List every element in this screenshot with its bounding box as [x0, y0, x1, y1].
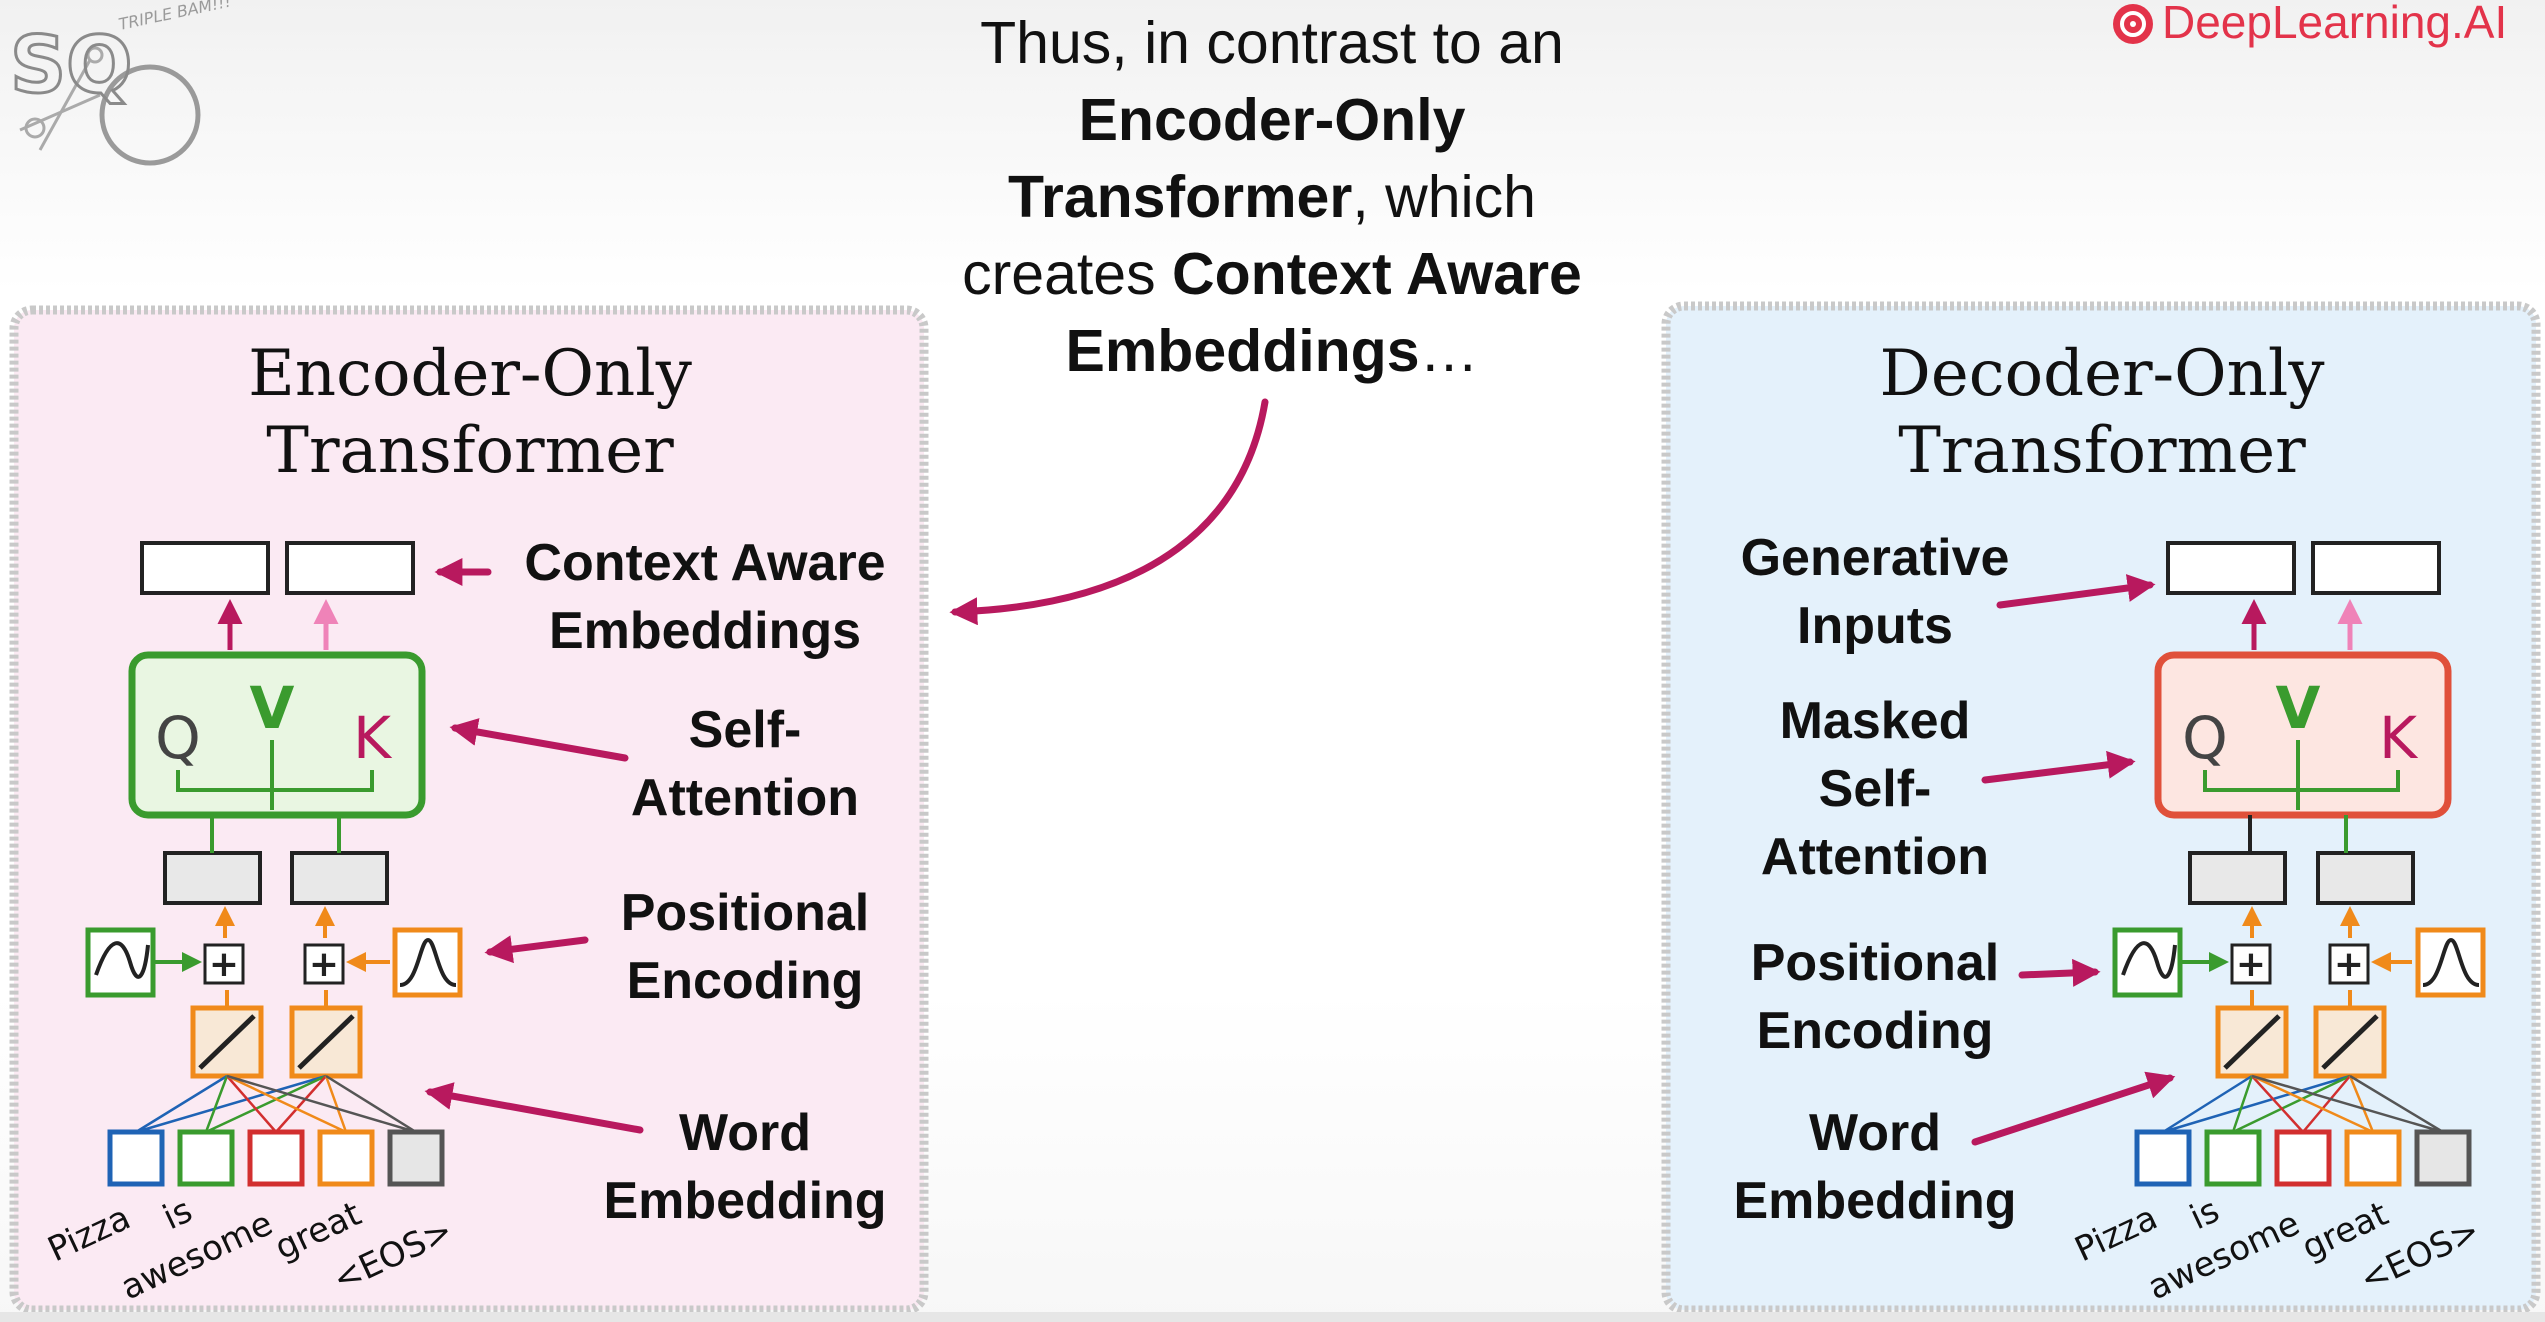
- decoder-generative-arrow: [1996, 574, 2156, 609]
- encoder-label-word-1: Word: [679, 1104, 811, 1162]
- encoder-label-self-attention-1: Self-: [689, 701, 802, 759]
- decoder-sine-icon: [2112, 927, 2183, 998]
- decoder-label-masked-1: Masked: [1780, 692, 1971, 750]
- brand-icon: [2113, 4, 2153, 44]
- encoder-input-box-1: [163, 851, 262, 905]
- encoder-token-connections: [135, 1074, 417, 1134]
- decoder-token-box-2: [2204, 1129, 2262, 1187]
- decoder-token-box-3: [2274, 1129, 2332, 1187]
- decoder-masked-arrow: [1981, 750, 2136, 784]
- decoder-token-connections: [2162, 1074, 2444, 1134]
- decoder-token-box-4: [2344, 1129, 2402, 1187]
- caption-line-1: Thus, in contrast to an: [980, 10, 1564, 76]
- decoder-label-generative-2: Inputs: [1797, 597, 1953, 655]
- encoder-panel: Encoder-Only Transformer Q V K +: [9, 305, 929, 1315]
- decoder-panel: Decoder-Only Transformer Q V K +: [1661, 301, 2541, 1315]
- encoder-k-label: K: [353, 704, 393, 772]
- decoder-title-line-1: Decoder-Only: [1880, 337, 2325, 411]
- encoder-label-positional-2: Encoding: [627, 952, 864, 1010]
- encoder-token-box-3: [247, 1129, 305, 1187]
- encoder-label-positional-1: Positional: [621, 884, 869, 942]
- decoder-label-positional-2: Encoding: [1757, 1002, 1994, 1060]
- encoder-bell-icon: [392, 927, 463, 998]
- decoder-label-word-1: Word: [1809, 1104, 1941, 1162]
- deeplearning-logo: DeepLearning.AI: [2113, 0, 2507, 48]
- encoder-title-line-1: Encoder-Only: [248, 337, 692, 411]
- encoder-title-line-2: Transformer: [266, 414, 674, 488]
- decoder-q-label: Q: [2182, 704, 2228, 772]
- decoder-label-masked-3: Attention: [1761, 828, 1989, 886]
- svg-text:+: +: [2236, 944, 2266, 985]
- encoder-token-box-5: [387, 1129, 445, 1187]
- caption: Thus, in contrast to an Encoder-Only Tra…: [962, 10, 1582, 384]
- encoder-plus-icon-1: +: [203, 943, 245, 985]
- encoder-v-label: V: [250, 674, 295, 742]
- caption-line-3: Transformer, which: [1008, 164, 1536, 230]
- encoder-attention-connectors: [176, 740, 374, 810]
- svg-text:+: +: [309, 944, 339, 985]
- decoder-label-generative-1: Generative: [1741, 529, 2010, 587]
- brand-name: DeepLearning.AI: [2162, 0, 2507, 48]
- decoder-bell-icon: [2415, 927, 2486, 998]
- encoder-q-label: Q: [155, 704, 201, 772]
- encoder-word-arrow: [424, 1082, 644, 1134]
- decoder-title-line-2: Transformer: [1898, 414, 2306, 488]
- encoder-linear-icon-2: [289, 1005, 363, 1079]
- decoder-output-box-1: [2166, 541, 2296, 595]
- caption-line-3-rest: , which: [1352, 164, 1536, 230]
- decoder-positional-arrow: [2018, 958, 2101, 987]
- encoder-attention-block: [128, 651, 426, 819]
- encoder-token-box-1: [107, 1129, 165, 1187]
- bottom-strip: [0, 1312, 2545, 1322]
- decoder-label-positional-1: Positional: [1751, 934, 1999, 992]
- encoder-token-box-4: [317, 1129, 375, 1187]
- encoder-output-box-1: [140, 541, 270, 595]
- caption-line-5-rest: …: [1420, 318, 1479, 384]
- caption-line-5-bold: Embeddings: [1065, 318, 1419, 384]
- decoder-v-label: V: [2276, 674, 2321, 742]
- encoder-self-attention-arrow: [449, 718, 629, 762]
- decoder-label-masked-2: Self-: [1819, 760, 1932, 818]
- decoder-input-box-2: [2316, 851, 2415, 905]
- decoder-attention-connectors: [2203, 740, 2400, 810]
- encoder-plus-icon-2: +: [303, 943, 345, 985]
- decoder-word-arrow: [1971, 1071, 2176, 1146]
- encoder-output-box-2: [285, 541, 415, 595]
- encoder-sine-icon: [85, 927, 156, 998]
- decoder-label-word-2: Embedding: [1733, 1172, 2016, 1230]
- encoder-positional-arrow: [484, 935, 589, 964]
- caption-line-4: creates Context Aware: [962, 241, 1582, 307]
- encoder-label-context-1: Context Aware: [524, 534, 885, 592]
- encoder-token-box-2: [177, 1129, 235, 1187]
- encoder-label-self-attention-2: Attention: [631, 769, 859, 827]
- decoder-linear-icon-2: [2313, 1005, 2387, 1079]
- logo-sq: SQ: [10, 21, 132, 111]
- decoder-plus-icon-2: +: [2328, 943, 2370, 985]
- encoder-linear-icon-1: [190, 1005, 264, 1079]
- decoder-plus-icon-1: +: [2230, 943, 2272, 985]
- decoder-masked-attention-block: [2154, 651, 2452, 819]
- encoder-input-box-2: [290, 851, 389, 905]
- decoder-token-box-5: [2414, 1129, 2472, 1187]
- statquest-logo: SQ TRIPLE BAM!!!: [9, 0, 233, 166]
- caption-line-3-bold: Transformer: [1008, 164, 1352, 230]
- svg-text:+: +: [2334, 944, 2364, 985]
- caption-line-2: Encoder-Only: [1079, 87, 1466, 153]
- decoder-input-box-1: [2188, 851, 2287, 905]
- decoder-k-label: K: [2379, 704, 2419, 772]
- caption-pointer-arrow: [949, 398, 1269, 626]
- decoder-token-box-1: [2134, 1129, 2192, 1187]
- svg-text:+: +: [209, 944, 239, 985]
- caption-line-4-plain: creates: [962, 241, 1172, 307]
- caption-line-4-bold: Context Aware: [1172, 241, 1582, 307]
- decoder-linear-icon-1: [2215, 1005, 2289, 1079]
- encoder-label-context-2: Embeddings: [549, 602, 861, 660]
- caption-line-5: Embeddings…: [1065, 318, 1478, 384]
- decoder-output-box-2: [2311, 541, 2441, 595]
- encoder-label-word-2: Embedding: [603, 1172, 886, 1230]
- logo-triple-bam: TRIPLE BAM!!!: [117, 0, 233, 34]
